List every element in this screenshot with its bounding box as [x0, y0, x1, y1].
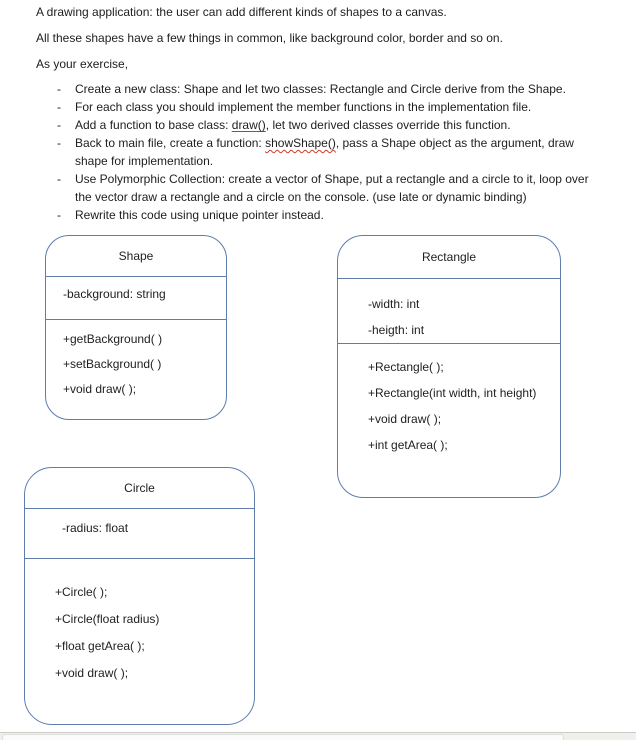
class-methods-circle: +Circle( ); +Circle(float radius) +float g… [25, 559, 254, 724]
bullet-text-segment: shape for implementation. [75, 154, 214, 168]
bullet-text-segment: , pass a Shape object as the argument, d… [335, 136, 574, 150]
bullet-dash: - [57, 208, 61, 222]
class-member: +void draw( ); [63, 382, 137, 396]
bullet-item: -Back to main file, create a function: s… [57, 134, 589, 152]
bullet-dash [57, 152, 75, 170]
class-title-shape: Shape [46, 236, 226, 277]
bullet-item: -For each class you should implement the… [57, 98, 589, 116]
class-member: +void draw( ); [368, 412, 442, 426]
class-attributes-rectangle: -width: int -heigth: int [338, 279, 560, 344]
intro-paragraph-1: A drawing application: the user can add … [36, 5, 447, 19]
class-member: +getBackground( ) [63, 332, 163, 346]
class-box-shape[interactable]: Shape -background: string +getBackground… [45, 235, 227, 420]
bullet-item: -Add a function to base class: draw(), l… [57, 116, 589, 134]
class-attributes-shape: -background: string [46, 277, 226, 320]
bullet-dash: - [57, 82, 61, 96]
bullet-text: For each class you should implement the … [75, 98, 531, 116]
bullet-text-segment: Use Polymorphic Collection: create a vec… [75, 172, 589, 186]
bullet-text-segment: Add a function to base class: [75, 118, 232, 132]
bullet-item-continuation: shape for implementation. [57, 152, 589, 170]
class-title-rectangle: Rectangle [338, 236, 560, 279]
bullet-dash: - [57, 100, 61, 114]
bullet-text: Back to main file, create a function: sh… [75, 134, 574, 152]
bullet-item: -Use Polymorphic Collection: create a ve… [57, 170, 589, 188]
bullet-text-segment: For each class you should implement the … [75, 100, 532, 114]
class-methods-rectangle: +Rectangle( ); +Rectangle(int width, int … [338, 344, 560, 497]
class-member: +Circle( ); [55, 585, 108, 599]
class-member: +float getArea( ); [55, 639, 145, 653]
intro-paragraph-3: As your exercise, [36, 57, 129, 71]
intro-paragraph-2: All these shapes have a few things in co… [36, 31, 503, 45]
draw-function-underlined[interactable]: draw() [231, 118, 266, 132]
bullet-text-segment: , let two derived classes override this … [265, 118, 511, 132]
class-member: +Circle(float radius) [55, 612, 160, 626]
bullet-item-continuation: the vector draw a rectangle and a circle… [57, 188, 589, 206]
bullet-text: Rewrite this code using unique pointer i… [75, 206, 324, 224]
class-member: +void draw( ); [55, 666, 129, 680]
bullet-text: shape for implementation. [75, 152, 213, 170]
class-title-circle: Circle [25, 468, 254, 509]
bullet-dash: - [57, 172, 61, 186]
horizontal-scrollbar-track[interactable] [0, 732, 636, 740]
class-methods-shape: +getBackground( ) +setBackground( ) +void … [46, 320, 226, 419]
spellcheck-flagged-word: showShape() [265, 136, 336, 150]
class-member: -heigth: int [368, 323, 425, 337]
class-attributes-circle: -radius: float [25, 509, 254, 559]
bullet-item: -Rewrite this code using unique pointer … [57, 206, 589, 224]
class-box-rectangle[interactable]: Rectangle -width: int -heigth: int +Recta… [337, 235, 561, 498]
bullet-text-segment: Create a new class: Shape and let two cl… [75, 82, 566, 96]
bullet-text-segment: the vector draw a rectangle and a circle… [75, 190, 527, 204]
bullet-dash: - [57, 136, 61, 150]
class-member: +Rectangle(int width, int height) [368, 386, 537, 400]
class-box-circle[interactable]: Circle -radius: float +Circle( );+Circle… [24, 467, 255, 725]
class-member: -width: int [368, 297, 420, 311]
bullet-item: -Create a new class: Shape and let two c… [57, 80, 589, 98]
class-member: +int getArea( ); [368, 438, 448, 452]
bullet-text: Use Polymorphic Collection: create a vec… [75, 170, 589, 188]
exercise-bullet-list: -Create a new class: Shape and let two c… [57, 80, 589, 224]
bullet-dash [57, 188, 75, 206]
bullet-text: Add a function to base class: draw(), le… [75, 116, 511, 134]
horizontal-scrollbar-thumb[interactable] [2, 734, 564, 740]
class-member: -background: string [63, 287, 166, 301]
bullet-text-segment: Rewrite this code using unique pointer i… [75, 208, 324, 222]
bullet-dash: - [57, 118, 61, 132]
class-member: +Rectangle( ); [368, 360, 444, 374]
bullet-text-segment: Back to main file, create a function: [75, 136, 266, 150]
bullet-text: the vector draw a rectangle and a circle… [75, 188, 527, 206]
class-member: -radius: float [62, 521, 129, 535]
class-member: +setBackground( ) [63, 357, 162, 371]
bullet-text: Create a new class: Shape and let two cl… [75, 80, 566, 98]
